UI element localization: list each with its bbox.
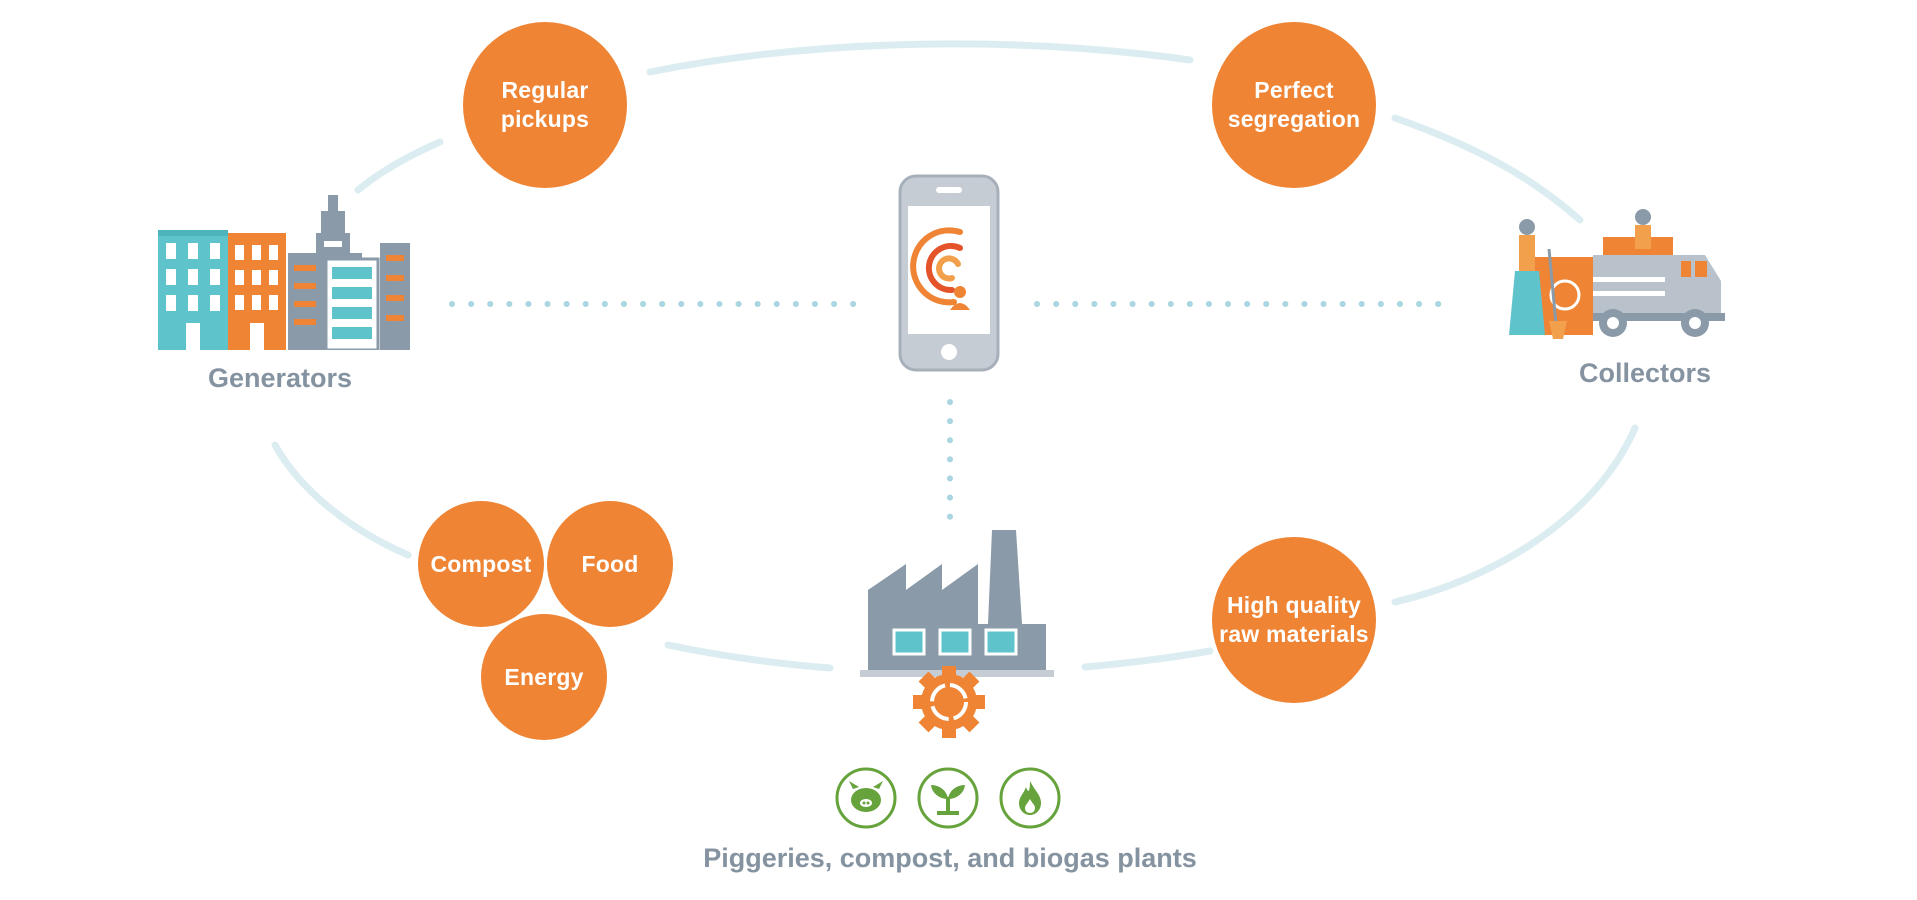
energy-label: Energy xyxy=(504,663,584,690)
energy-bubble: Energy xyxy=(481,614,607,740)
smartphone-app-icon xyxy=(898,174,1000,372)
cycle-arc-bottom-left xyxy=(664,641,834,672)
collectors-label: Collectors xyxy=(1578,358,1712,388)
sprout-icon xyxy=(917,767,979,829)
compost-bubble: Compost xyxy=(418,501,544,627)
cycle-arc-top xyxy=(646,40,1194,76)
waste-collection-truck-icon xyxy=(1505,195,1732,345)
compost-label: Compost xyxy=(430,550,532,577)
cycle-arc-top-left xyxy=(354,138,444,194)
cycle-arc-top-right xyxy=(1391,114,1584,224)
high-quality-raw-materials-bubble: High quality raw materials xyxy=(1212,537,1376,703)
perfect-segregation-label: Perfect segregation xyxy=(1227,77,1361,132)
food-bubble: Food xyxy=(547,501,673,627)
cycle-arc-left xyxy=(271,441,412,559)
generators-label: Generators xyxy=(207,363,353,393)
regular-pickups-label: Regular pickups xyxy=(500,77,590,132)
cycle-arc-right xyxy=(1391,424,1639,606)
high-quality-raw-materials-label: High quality raw materials xyxy=(1219,592,1369,647)
perfect-segregation-bubble: Perfect segregation xyxy=(1212,22,1376,188)
cycle-arc-bottom-right xyxy=(1081,647,1214,671)
regular-pickups-bubble: Regular pickups xyxy=(463,22,627,188)
food-label: Food xyxy=(581,550,639,577)
city-buildings-icon xyxy=(158,195,410,352)
factory-recycle-icon xyxy=(838,530,1060,742)
processors-label: Piggeries, compost, and biogas plants xyxy=(703,843,1197,873)
pig-icon xyxy=(835,767,897,829)
flame-icon xyxy=(999,767,1061,829)
